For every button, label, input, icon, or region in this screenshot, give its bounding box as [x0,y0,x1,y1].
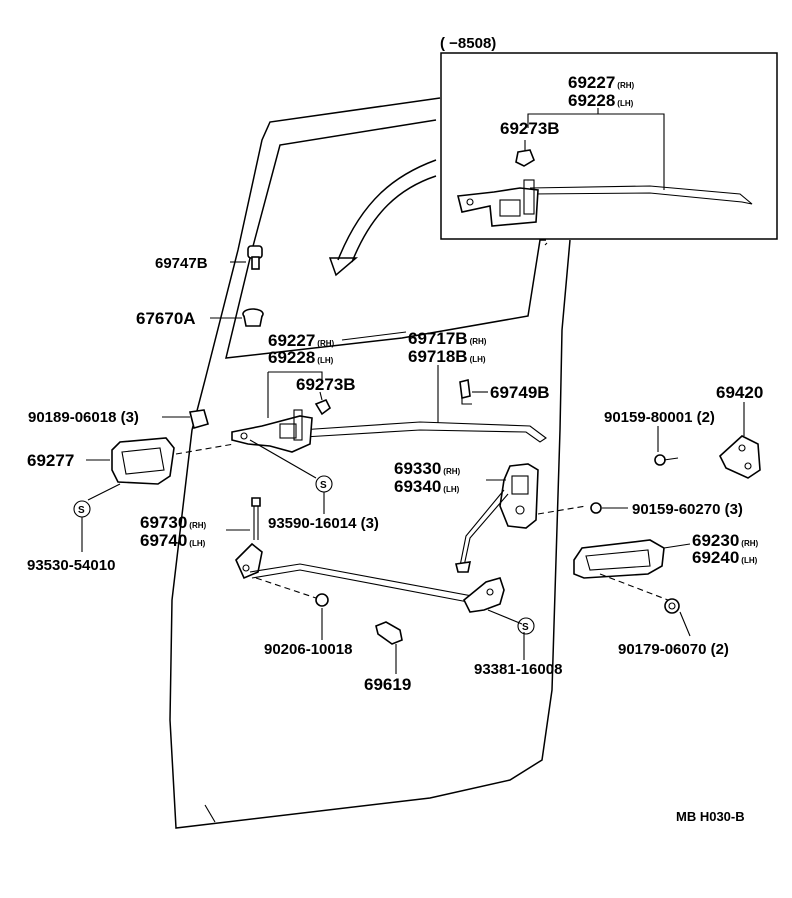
label-93530: 93530-54010 [27,557,115,574]
label-90159-60270: 90159-60270 (3) [632,501,743,518]
screw-90159-80001-part [654,426,679,466]
label-69227: 69227(RH) [268,331,335,350]
s-mark-93590: S [315,475,333,514]
clip-90189-part [162,409,209,429]
inset-part-69273b: 69273B [500,119,560,138]
svg-text:S: S [320,480,327,491]
label-69747b: 69747B [155,255,208,272]
nut-90206-part [315,593,329,640]
leader-93590 [249,439,317,479]
bolt-69619-part [375,621,403,674]
label-69330: 69330(RH) [394,459,461,478]
label-69240: 69240(LH) [692,548,758,567]
label-69717b: 69717B(RH) [408,329,487,348]
nut-90179-part [664,598,691,637]
clip-69749b-part [459,379,488,405]
label-69277: 69277 [27,451,74,470]
label-90159-80001: 90159-80001 (2) [604,409,715,426]
svg-text:S: S [78,505,85,516]
s-mark-93530: S [73,500,91,552]
s-mark-93381: S [517,617,535,635]
label-69730: 69730(RH) [140,513,207,532]
inset-range-label: ( −8508) [440,35,496,52]
label-69273b: 69273B [296,375,356,394]
door-outline [169,97,571,829]
label-69740: 69740(LH) [140,531,206,550]
lower-lock-part [462,577,525,660]
label-93590: 93590-16014 (3) [268,515,379,532]
door-lock-69330-part [455,463,587,573]
inner-handle-crank-part [231,371,332,453]
screw-90159-60270-part [590,502,628,514]
label-69230: 69230(RH) [692,531,759,550]
label-67670a: 67670A [136,309,196,328]
inset-box: ( −8508) 69227(RH) 69228(LH) 69273B [440,35,778,240]
label-69340: 69340(LH) [394,477,460,496]
label-90179: 90179-06070 (2) [618,641,729,658]
inset-part-69227: 69227(RH) [568,73,635,92]
diagram-code: MB H030-B [676,809,745,824]
label-69420: 69420 [716,383,763,402]
striker-69420-part [719,402,761,479]
handle-bezel-69277-part [86,437,235,501]
label-69718b: 69718B(LH) [408,347,486,366]
label-90189: 90189-06018 (3) [28,409,139,426]
cap-67670a-part [210,308,264,327]
svg-text:S: S [522,622,529,633]
label-90206: 90206-10018 [264,641,352,658]
label-69749b: 69749B [490,383,550,402]
pin-69747b-part [230,245,263,270]
label-93381: 93381-16008 [474,661,562,678]
label-69228: 69228(LH) [268,348,334,367]
inset-part-69228: 69228(LH) [568,91,634,110]
rod-69717b-part [299,331,547,443]
outside-handle-69230-part [573,539,691,601]
inset-arrow [328,159,437,277]
label-69619: 69619 [364,675,411,694]
